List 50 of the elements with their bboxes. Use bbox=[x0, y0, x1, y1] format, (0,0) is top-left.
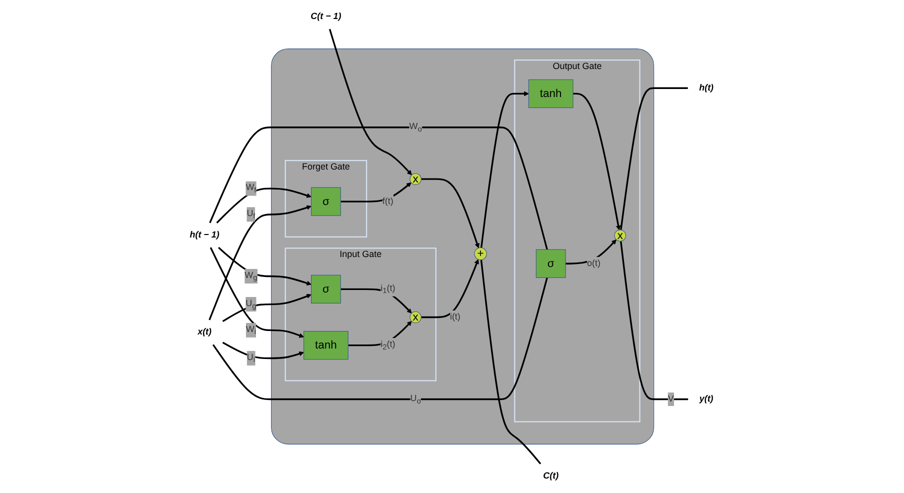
edge-label: o(t) bbox=[587, 258, 601, 268]
node-box: σ bbox=[536, 249, 566, 278]
node-circle: + bbox=[474, 247, 488, 260]
node-box: tanh bbox=[304, 330, 349, 360]
arrow bbox=[341, 182, 412, 202]
edge-label: W$_{f}$ bbox=[246, 182, 257, 194]
arrow bbox=[422, 259, 480, 318]
edge-label: V bbox=[668, 394, 674, 404]
arrow bbox=[216, 188, 312, 224]
node-box: tanh bbox=[528, 79, 574, 108]
arrow bbox=[210, 247, 304, 338]
connector bbox=[212, 277, 548, 400]
node-box: σ bbox=[311, 187, 342, 216]
connector bbox=[209, 126, 548, 250]
node-text: h(t − 1) bbox=[190, 230, 220, 240]
arrow bbox=[348, 321, 412, 346]
edge-label: W$_{g}$ bbox=[245, 270, 258, 282]
edge-label: U$_{o}$ bbox=[410, 394, 422, 405]
edge-label: i$_{1}$(t) bbox=[380, 284, 396, 295]
edge-label: U$_{g}$ bbox=[246, 298, 257, 310]
arrow bbox=[573, 92, 622, 230]
connector bbox=[620, 87, 688, 230]
arrow bbox=[222, 294, 312, 322]
connector bbox=[620, 241, 688, 400]
node-box: σ bbox=[311, 274, 342, 304]
node-text: x(t) bbox=[198, 327, 212, 337]
cluster bbox=[271, 48, 654, 444]
edge-label: f(t) bbox=[382, 196, 394, 206]
node-text: h(t) bbox=[699, 83, 714, 93]
arrow bbox=[329, 28, 412, 176]
node-text: C(t − 1) bbox=[310, 12, 342, 22]
arrow bbox=[222, 342, 304, 360]
node-circle: x bbox=[410, 173, 422, 185]
edge-label: W$_{i}$ bbox=[246, 324, 256, 336]
edge-label: U$_{f}$ bbox=[247, 208, 256, 220]
node-circle: x bbox=[410, 311, 422, 324]
arrow bbox=[218, 246, 312, 286]
arrow bbox=[209, 205, 312, 320]
edge-label: i(t) bbox=[450, 312, 461, 322]
edge-label: U$_{i}$ bbox=[247, 352, 256, 364]
arrow bbox=[341, 288, 412, 314]
arrow bbox=[566, 239, 617, 264]
arrow bbox=[480, 91, 530, 248]
node-circle: x bbox=[614, 230, 626, 242]
node-text: C(t) bbox=[543, 471, 559, 481]
node-text: y(t) bbox=[700, 394, 714, 404]
edge-label: i$_{2}$(t) bbox=[380, 340, 396, 351]
arrow bbox=[422, 178, 480, 248]
connector bbox=[480, 260, 542, 464]
edge-label: W$_{o}$ bbox=[410, 122, 422, 134]
